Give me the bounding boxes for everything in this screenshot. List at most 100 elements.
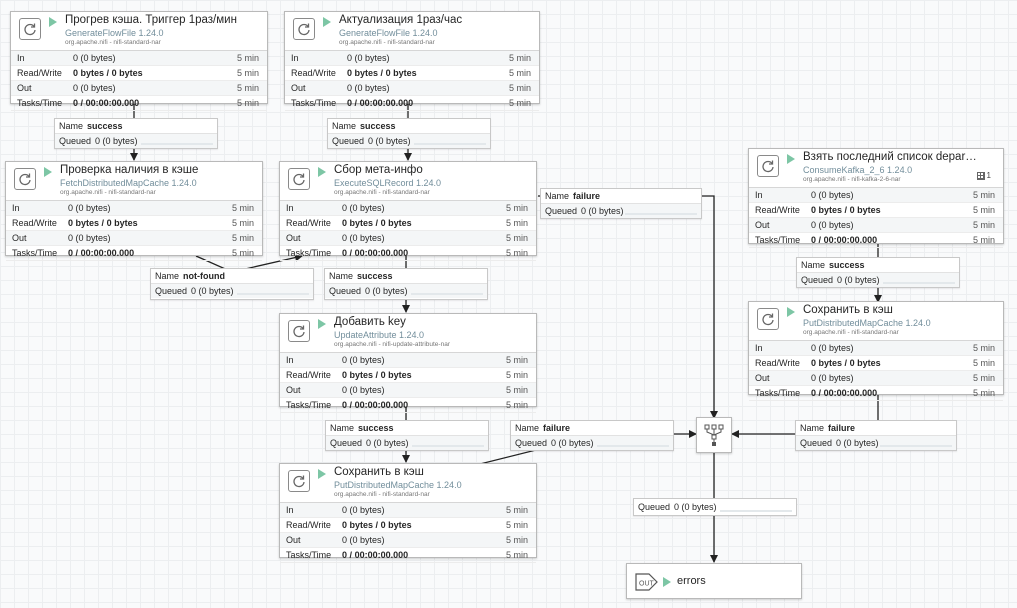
stat-value-rw: 0 bytes / 0 bytes	[811, 203, 881, 217]
stat-value-part: 0 (0 bytes)	[347, 83, 390, 93]
processor-name: Добавить key	[334, 316, 406, 328]
processor-name: Взять последний список departme...	[803, 151, 978, 163]
processor-header[interactable]: Взять последний список departme...Consum…	[749, 149, 1003, 187]
output-port-errors[interactable]: OUT errors	[626, 563, 802, 599]
stat-label-out: Out	[17, 83, 32, 93]
stat-value-part: 0 bytes	[342, 218, 374, 228]
stat-value-out: 0 (0 bytes)	[342, 383, 385, 397]
stat-label-out: Out	[286, 385, 301, 395]
processor-type: GenerateFlowFile 1.24.0	[65, 28, 164, 38]
stat-time-window: 5 min	[972, 358, 995, 368]
stat-value-part: 0 bytes	[811, 358, 843, 368]
connection-name-label: Name	[155, 271, 180, 281]
stat-value-part: 0 (0 bytes)	[342, 233, 385, 243]
stat-label-tasks: Tasks/Time	[286, 550, 332, 560]
conn-line-p4-funnel[interactable]	[538, 195, 718, 419]
stat-time-window: 5 min	[505, 400, 528, 410]
stat-value-part: 0 (0 bytes)	[342, 355, 385, 365]
stat-time-window: 5 min	[231, 218, 254, 228]
stat-value-tasks: 0 / 00:00:00.000	[73, 96, 139, 110]
running-status-icon	[787, 307, 795, 317]
connection-name-label: Name	[332, 121, 357, 131]
processor-bundle: org.apache.nifi - nifi-standard-nar	[334, 189, 430, 196]
connection-name-label: Name	[59, 121, 84, 131]
stat-time-window: 5 min	[236, 98, 259, 108]
stat-value-rw: 0 bytes / 0 bytes	[342, 216, 412, 230]
stat-value-part: 0 (0 bytes)	[342, 535, 385, 545]
stat-separator: /	[349, 400, 353, 410]
stat-value-part: 00:00:00.000	[85, 98, 140, 108]
stat-separator: /	[375, 218, 379, 228]
connection-queued-label: Queued	[638, 502, 671, 512]
stat-label-rw: Read/Write	[286, 520, 331, 530]
processor-type: GenerateFlowFile 1.24.0	[339, 28, 438, 38]
stat-value-in: 0 (0 bytes)	[342, 503, 385, 517]
stat-time-window: 5 min	[505, 520, 528, 530]
running-status-icon	[318, 319, 326, 329]
stat-time-window: 5 min	[231, 248, 254, 258]
funnel[interactable]	[696, 417, 732, 453]
connection-name-label: Name	[515, 423, 540, 433]
stat-label-in: In	[755, 343, 763, 353]
stat-value-tasks: 0 / 00:00:00.000	[342, 246, 408, 260]
connection-name: success	[829, 260, 865, 270]
processor-name: Прогрев кэша. Триггер 1раз/мин	[65, 14, 237, 26]
threads-count: 1	[986, 171, 991, 180]
stat-label-out: Out	[755, 373, 770, 383]
processor-refresh-icon	[293, 18, 315, 40]
stat-label-out: Out	[755, 220, 770, 230]
stat-value-part: 0	[68, 248, 74, 258]
stat-value-out: 0 (0 bytes)	[347, 81, 390, 95]
stat-label-rw: Read/Write	[17, 68, 62, 78]
stat-value-in: 0 (0 bytes)	[811, 341, 854, 355]
stat-value-part: 0	[342, 400, 348, 410]
connection-queued-value: 0 (0 bytes)	[551, 438, 594, 448]
stat-label-rw: Read/Write	[286, 218, 331, 228]
stat-label-out: Out	[286, 233, 301, 243]
stat-value-tasks: 0 / 00:00:00.000	[342, 548, 408, 562]
stat-separator: /	[80, 98, 84, 108]
queue-progress-bar	[625, 213, 697, 215]
processor-p5[interactable]: Взять последний список departme...Consum…	[748, 148, 1004, 248]
stat-value-rw: 0 bytes / 0 bytes	[342, 518, 412, 532]
connection-name: failure	[573, 191, 601, 201]
